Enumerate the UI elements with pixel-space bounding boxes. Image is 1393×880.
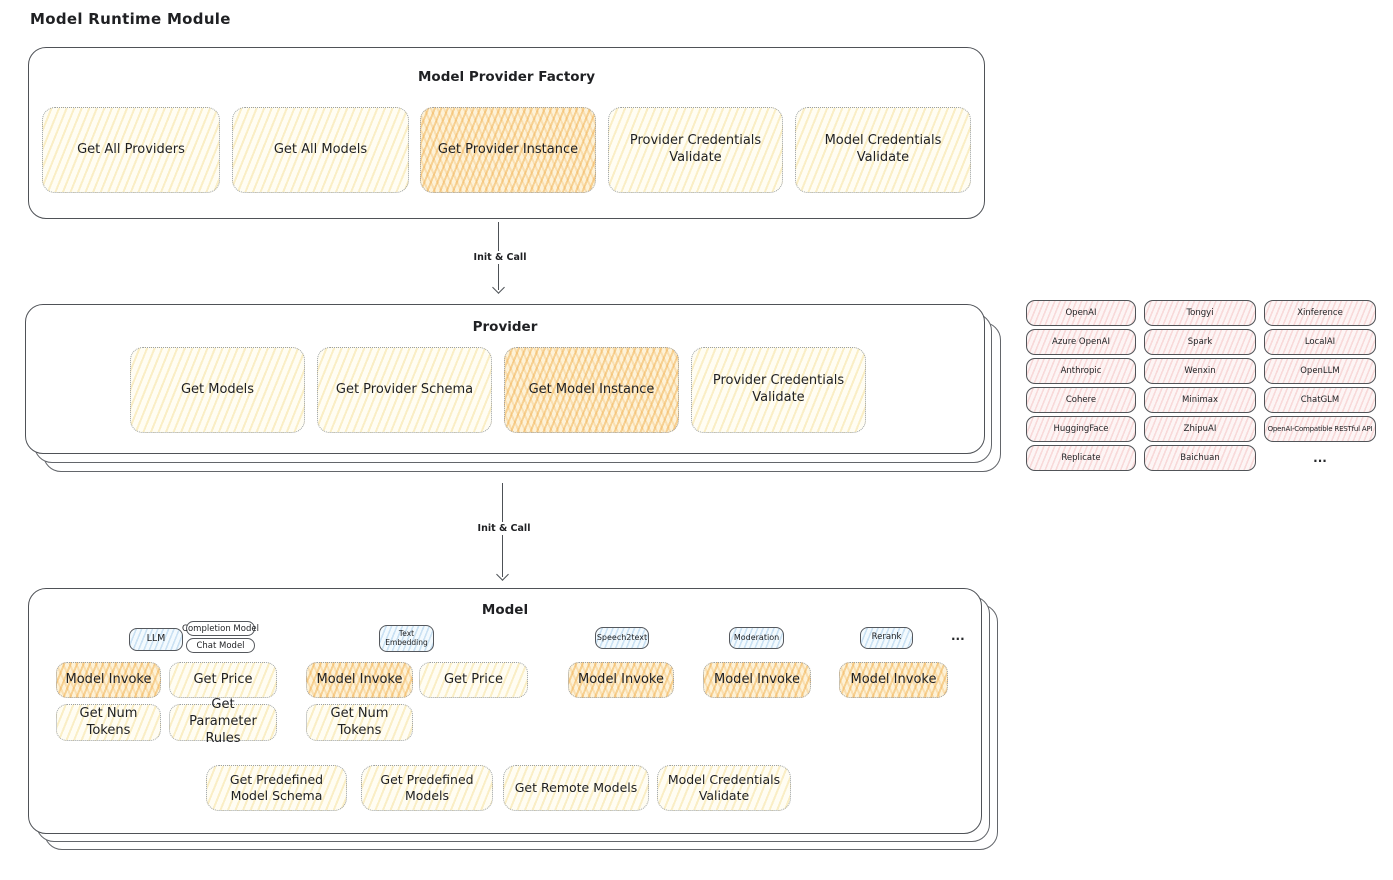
arrow-label-init-call-1: Init & Call — [468, 251, 532, 264]
tab-chat-model: Chat Model — [186, 638, 255, 653]
llm-get-parameter-rules: Get Parameter Rules — [169, 697, 277, 746]
providers-ellipsis: ... — [1313, 451, 1327, 465]
provider-get-provider-schema: Get Provider Schema — [317, 347, 492, 433]
provider-pill-anthropic: Anthropic — [1026, 358, 1136, 384]
providers-grid: OpenAI Tongyi Xinference Azure OpenAI Sp… — [1026, 300, 1376, 471]
factory-provider-credentials-validate: Provider Credentials Validate — [608, 107, 783, 193]
factory-model-credentials-validate: Model Credentials Validate — [795, 107, 971, 193]
factory-get-all-models: Get All Models — [232, 107, 409, 193]
tab-speech2text: Speech2text — [595, 627, 649, 649]
provider-pill-openai: OpenAI — [1026, 300, 1136, 326]
provider-provider-credentials-validate: Provider Credentials Validate — [691, 347, 866, 433]
provider-pill-minimax: Minimax — [1144, 387, 1256, 413]
provider-pill-replicate: Replicate — [1026, 445, 1136, 471]
get-predefined-models: Get Predefined Models — [361, 765, 493, 811]
speech2text-model-invoke: Model Invoke — [568, 662, 674, 698]
provider-pill-zhipuai: ZhipuAI — [1144, 416, 1256, 442]
tab-completion-model: Completion Model — [182, 621, 259, 636]
text-embedding-model-invoke: Model Invoke — [306, 662, 413, 698]
provider-pill-xinference: Xinference — [1264, 300, 1376, 326]
llm-get-price: Get Price — [169, 662, 277, 698]
provider-pill-openai-compatible-restful-api: OpenAI-Compatible RESTful API — [1264, 416, 1376, 442]
provider-get-model-instance: Get Model Instance — [504, 347, 679, 433]
arrow-head-down-icon — [495, 568, 509, 581]
factory-get-provider-instance: Get Provider Instance — [420, 107, 596, 193]
tab-moderation: Moderation — [729, 627, 784, 649]
provider-pill-wenxin: Wenxin — [1144, 358, 1256, 384]
provider-pill-tongyi: Tongyi — [1144, 300, 1256, 326]
provider-panel-title: Provider — [472, 319, 538, 335]
rerank-model-invoke: Model Invoke — [839, 662, 948, 698]
provider-pill-localai: LocalAI — [1264, 329, 1376, 355]
page-title: Model Runtime Module — [30, 10, 231, 28]
tab-llm: LLM — [129, 628, 183, 651]
llm-get-num-tokens: Get Num Tokens — [56, 704, 161, 741]
arrow-label-init-call-2: Init & Call — [472, 522, 536, 535]
model-panel: Model LLM Completion Model Chat Model Te… — [28, 588, 982, 834]
factory-panel-title: Model Provider Factory — [417, 69, 596, 85]
get-predefined-model-schema: Get Predefined Model Schema — [206, 765, 347, 811]
arrow-head-down-icon — [491, 281, 505, 294]
provider-pill-baichuan: Baichuan — [1144, 445, 1256, 471]
moderation-model-invoke: Model Invoke — [703, 662, 811, 698]
provider-panel: Provider Get Models Get Provider Schema … — [25, 304, 985, 454]
provider-pill-spark: Spark — [1144, 329, 1256, 355]
tabs-ellipsis: ... — [951, 629, 965, 643]
provider-pill-openllm: OpenLLM — [1264, 358, 1376, 384]
model-credentials-validate: Model Credentials Validate — [657, 765, 791, 811]
provider-pill-azure-openai: Azure OpenAI — [1026, 329, 1136, 355]
provider-pill-huggingface: HuggingFace — [1026, 416, 1136, 442]
text-embedding-get-num-tokens: Get Num Tokens — [306, 704, 413, 741]
llm-model-invoke: Model Invoke — [56, 662, 161, 698]
provider-get-models: Get Models — [130, 347, 305, 433]
model-panel-title: Model — [481, 602, 529, 618]
get-remote-models: Get Remote Models — [503, 765, 649, 811]
provider-pill-chatglm: ChatGLM — [1264, 387, 1376, 413]
factory-get-all-providers: Get All Providers — [42, 107, 220, 193]
factory-panel: Model Provider Factory Get All Providers… — [28, 47, 985, 219]
tab-text-embedding: Text Embedding — [379, 625, 434, 652]
text-embedding-get-price: Get Price — [419, 662, 528, 698]
provider-pill-cohere: Cohere — [1026, 387, 1136, 413]
tab-rerank: Rerank — [860, 627, 913, 649]
